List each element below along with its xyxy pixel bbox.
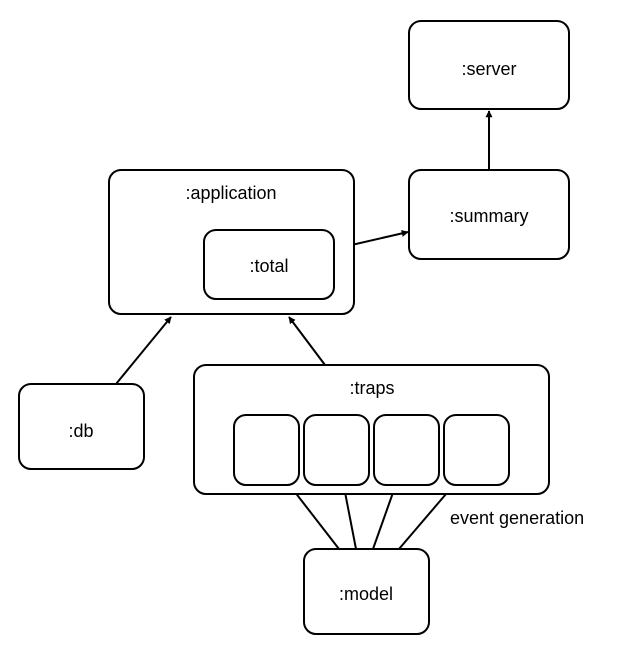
trap-instance-2 [303,414,370,486]
edge-model-to-trap-3 [372,486,397,550]
node-total-box [203,229,335,300]
node-traps: :traps [193,364,550,495]
node-model: :model [303,548,430,635]
node-summary-label: :summary [449,206,528,226]
edge-db-to-application [115,316,172,385]
node-total: :total [203,229,335,300]
node-db: :db [18,383,145,470]
node-application-label: :application [185,183,276,203]
event-generation-annotation: event generation [450,508,584,528]
node-total-label: :total [249,256,288,276]
node-summary-box [408,169,570,260]
node-summary: :summary [408,169,570,260]
node-model-box [303,548,430,635]
node-db-box [18,383,145,470]
node-traps-label: :traps [349,378,394,398]
node-db-label: :db [68,421,93,441]
edge-model-to-trap-4 [398,486,453,550]
trap-instance-4 [443,414,510,486]
edge-traps-to-application [288,316,326,366]
node-server-label: :server [461,59,516,79]
trap-instance-3 [373,414,440,486]
node-server-box [408,20,570,110]
node-server: :server [408,20,570,110]
node-model-label: :model [339,584,393,604]
edge-model-to-trap-2 [341,486,357,550]
trap-instance-1 [233,414,300,486]
edge-model-to-trap-1 [290,486,340,550]
